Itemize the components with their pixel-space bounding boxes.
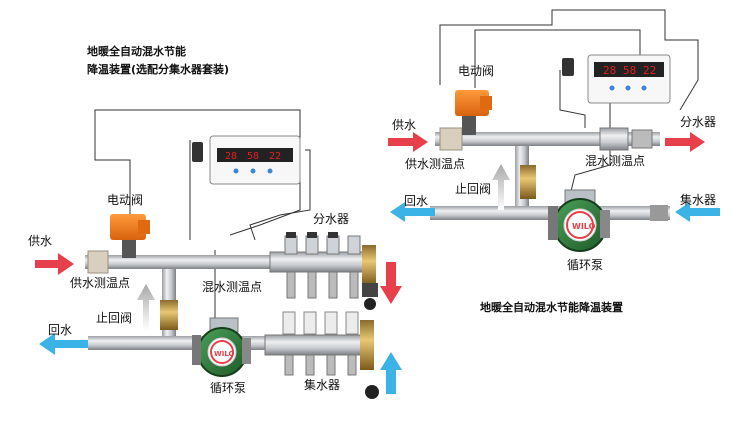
right-return-out-arrow <box>390 202 435 222</box>
left-title-line2: 降温装置(选配分集水器套装) <box>87 63 230 76</box>
left-distributor-out-arrow <box>380 262 402 304</box>
left-controller: 28 58 22 <box>209 135 301 185</box>
right-pump: WILO <box>548 189 610 252</box>
left-electric-valve <box>110 214 150 258</box>
right-system: 28 58 22 <box>388 9 720 252</box>
right-collector-label: 集水器 <box>680 193 717 207</box>
left-return-out-arrow <box>39 333 88 355</box>
right-supply-out-arrow <box>665 132 705 152</box>
right-return-water-label: 回水 <box>404 194 429 208</box>
left-collector-in-arrow <box>380 352 402 394</box>
right-supply-temp-label: 供水测温点 <box>405 157 466 171</box>
left-distributor <box>269 232 378 310</box>
svg-text:WILO: WILO <box>572 222 596 231</box>
svg-text:WILO: WILO <box>214 350 235 358</box>
left-electric-valve-label: 电动阀 <box>107 193 144 207</box>
right-return-in-arrow <box>675 202 720 222</box>
right-electric-valve <box>455 90 492 135</box>
left-system: 28 58 22 WILO <box>35 109 402 399</box>
right-check-valve <box>520 165 536 199</box>
left-check-valve-label: 止回阀 <box>96 311 133 325</box>
left-check-valve-arrow <box>137 284 155 330</box>
left-distributor-label: 分水器 <box>313 212 350 226</box>
left-mixed-temp-label: 混水测温点 <box>202 280 263 294</box>
left-display-3: 22 <box>269 151 281 162</box>
right-display-3: 22 <box>643 64 656 77</box>
left-supply-water-label: 供水 <box>28 234 53 248</box>
left-collector <box>264 311 379 399</box>
left-display-1: 28 <box>225 151 237 162</box>
right-electric-valve-label: 电动阀 <box>458 64 495 78</box>
left-pump: WILO <box>192 317 251 377</box>
right-title: 地暖全自动混水节能降温装置 <box>480 301 623 314</box>
left-supply-in-arrow <box>35 253 74 275</box>
right-supply-water-label: 供水 <box>392 118 417 132</box>
left-pump-label: 循环泵 <box>210 381 247 395</box>
right-display-2: 58 <box>623 64 636 77</box>
right-pump-label: 循环泵 <box>567 258 604 272</box>
left-display-2: 58 <box>247 151 259 162</box>
left-title-line1: 地暖全自动混水节能 <box>87 45 186 58</box>
right-plug <box>562 58 574 76</box>
right-controller: 28 58 22 <box>587 54 671 104</box>
right-supply-in-arrow <box>388 132 428 152</box>
left-supply-temp-label: 供水测温点 <box>70 276 131 290</box>
left-plug <box>192 142 203 162</box>
left-check-valve <box>160 300 178 330</box>
left-collector-label: 集水器 <box>304 378 341 392</box>
right-distributor-label: 分水器 <box>680 115 717 129</box>
right-mixed-temp-label: 混水测温点 <box>585 154 646 168</box>
right-display-1: 28 <box>603 64 616 77</box>
left-return-water-label: 回水 <box>48 323 73 337</box>
right-check-valve-label: 止回阀 <box>455 182 492 196</box>
right-check-valve-arrow <box>492 164 510 210</box>
